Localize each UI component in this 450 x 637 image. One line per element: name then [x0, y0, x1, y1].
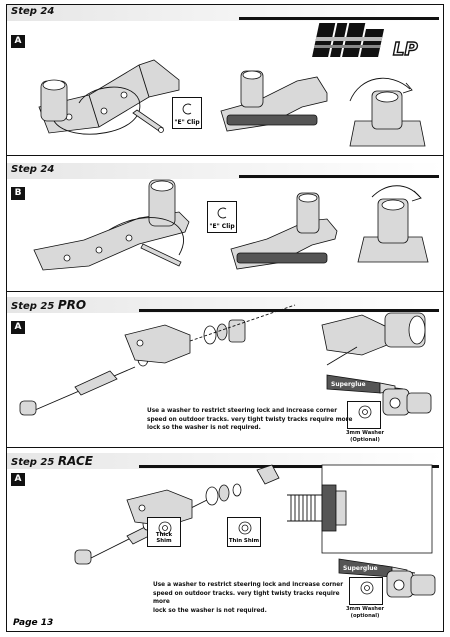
step-25-race-driveshaft-diagram: [74, 464, 280, 565]
substep-badge: B: [11, 187, 25, 200]
washer-label: 3mm Washer (optional): [345, 606, 385, 619]
thick-shim-callout: Thick Shim: [147, 517, 181, 547]
substep-badge: A: [11, 321, 25, 334]
thin-shim-callout: Thin Shim: [227, 517, 261, 547]
washer-label: 3mm Washer (Optional): [345, 430, 385, 443]
step-title: Step 25 PRO: [11, 298, 87, 312]
e-clip-icon: [182, 103, 192, 115]
superglue-label: Superglue: [343, 565, 378, 572]
washer-icon: [360, 581, 374, 595]
step-24b-exploded-diagram: [33, 179, 190, 271]
washer-callout: [349, 577, 383, 605]
step-title: Step 24: [11, 6, 55, 17]
section-divider: [7, 155, 443, 156]
e-clip-label: "E" Clip: [174, 119, 200, 126]
step-25-pro-knuckle-detail: [321, 312, 426, 366]
e-clip-label: "E" Clip: [209, 223, 235, 230]
step-25-pro-driveshaft-diagram: [19, 304, 296, 416]
e-clip-callout: "E" Clip: [207, 201, 237, 233]
step-25-race-glue-target: [386, 570, 436, 598]
step-25-pro-header: Step 25 PRO: [7, 297, 443, 313]
e-clip-callout: "E" Clip: [172, 97, 202, 129]
page-number: Page 13: [13, 618, 54, 628]
step-title: Step 25 RACE: [11, 454, 93, 468]
superglue-label: Superglue: [331, 381, 366, 388]
step-24a-rotate-detail: [349, 77, 426, 147]
section-divider: [7, 291, 443, 292]
brand-logo: LP: [312, 23, 418, 61]
thin-shim-icon: [238, 521, 252, 535]
washer-icon: [358, 405, 372, 419]
washer-callout: [347, 401, 381, 429]
step-25-pro-note: Use a washer to restrict steering lock a…: [147, 408, 353, 431]
thick-shim-icon: [158, 521, 172, 535]
substep-badge: A: [11, 473, 25, 486]
e-clip-icon: [217, 207, 227, 219]
thin-shim-label: Thin Shim: [228, 538, 260, 544]
step-24b-header: Step 24: [7, 163, 443, 179]
step-25-race-hub-detail: [287, 464, 433, 554]
step-24a-exploded-diagram: [38, 59, 180, 135]
substep-badge: A: [11, 35, 25, 48]
logo-text: LP: [393, 39, 418, 60]
step-24b-rotate-detail: [357, 185, 429, 263]
superglue-tube-icon: Superglue: [326, 374, 404, 394]
step-25-race-note: Use a washer to restrict steering lock a…: [153, 582, 344, 614]
step-24b-assembled-diagram: [230, 192, 338, 270]
section-divider: [7, 447, 443, 448]
step-title: Step 24: [11, 164, 55, 175]
thick-shim-label: Thick Shim: [155, 532, 173, 544]
step-25-pro-glue-target: [382, 388, 432, 416]
step-24a-assembled-diagram: [220, 70, 328, 132]
step-24a-header: Step 24: [7, 5, 443, 21]
manual-page: Step 24 A LP "E" Clip: [6, 4, 444, 632]
